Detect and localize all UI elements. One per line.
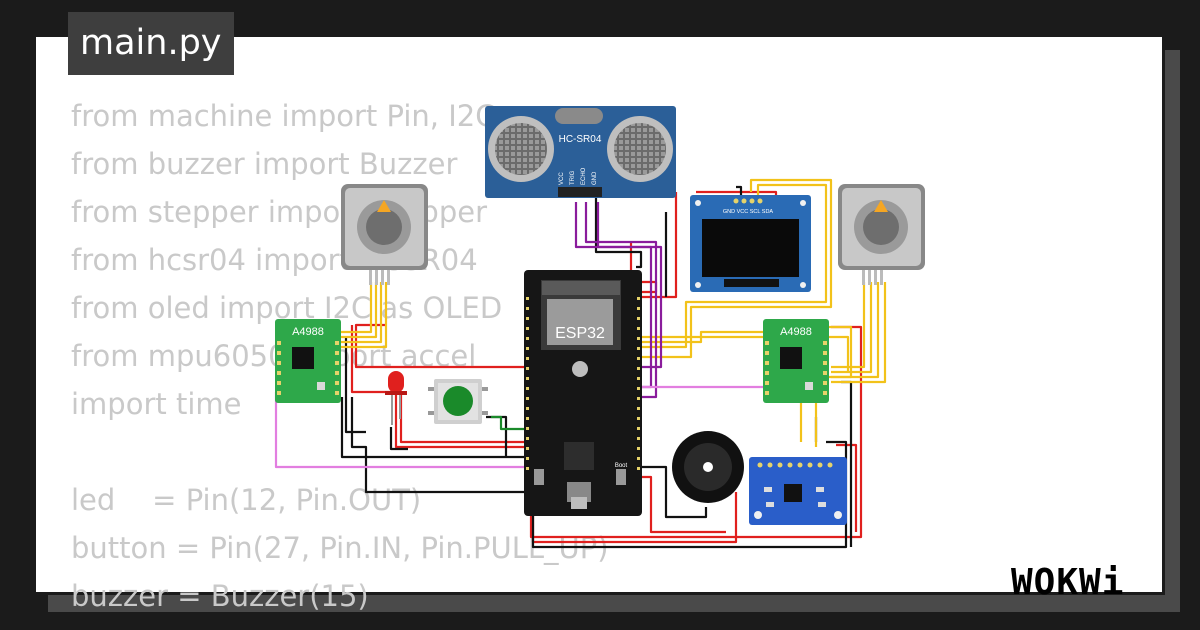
- pin-label-echo: ECHO: [581, 167, 587, 185]
- mcu-label: ESP32: [555, 325, 605, 342]
- stepper-driver-left: A4988: [275, 319, 341, 403]
- code-line: button = Pin(27, Pin.IN, Pin.PULL_UP): [71, 531, 609, 565]
- file-name-tab[interactable]: main.py: [68, 12, 234, 75]
- driver-label-left: A4988: [292, 326, 324, 338]
- boot-label: Boot: [615, 463, 628, 469]
- circuit-diagram: HC-SR04 VCC TRIG ECHO GND: [274, 106, 925, 549]
- ultrasonic-sensor: HC-SR04 VCC TRIG ECHO GND: [485, 106, 676, 198]
- code-line: import time: [71, 387, 242, 421]
- oled-display: GND VCC SCL SDA: [690, 195, 811, 292]
- buzzer: [672, 431, 744, 503]
- code-line: from oled import I2C as OLED: [71, 291, 503, 325]
- wokwi-logo[interactable]: WOKWi: [1011, 562, 1125, 603]
- driver-label-right: A4988: [780, 326, 812, 338]
- stepper-motor-left: [341, 184, 428, 285]
- esp32-board: ESP32 Boot: [524, 270, 642, 516]
- pin-label-vcc: VCC: [559, 172, 565, 185]
- wires: [274, 178, 887, 549]
- stepper-motor-right: [838, 184, 925, 285]
- ultrasonic-label: HC-SR04: [559, 134, 602, 145]
- pin-label-gnd: GND: [592, 171, 598, 185]
- stepper-driver-right: A4988: [763, 319, 829, 403]
- red-led: [385, 371, 407, 425]
- code-line: buzzer = Buzzer(15): [71, 579, 369, 613]
- push-button: [428, 379, 488, 424]
- mpu6050-sensor: [749, 457, 847, 525]
- oled-pin-labels: GND VCC SCL SDA: [723, 209, 774, 215]
- pin-label-trig: TRIG: [570, 170, 576, 185]
- code-line: led = Pin(12, Pin.OUT): [71, 483, 422, 517]
- code-line: from buzzer import Buzzer: [71, 147, 458, 181]
